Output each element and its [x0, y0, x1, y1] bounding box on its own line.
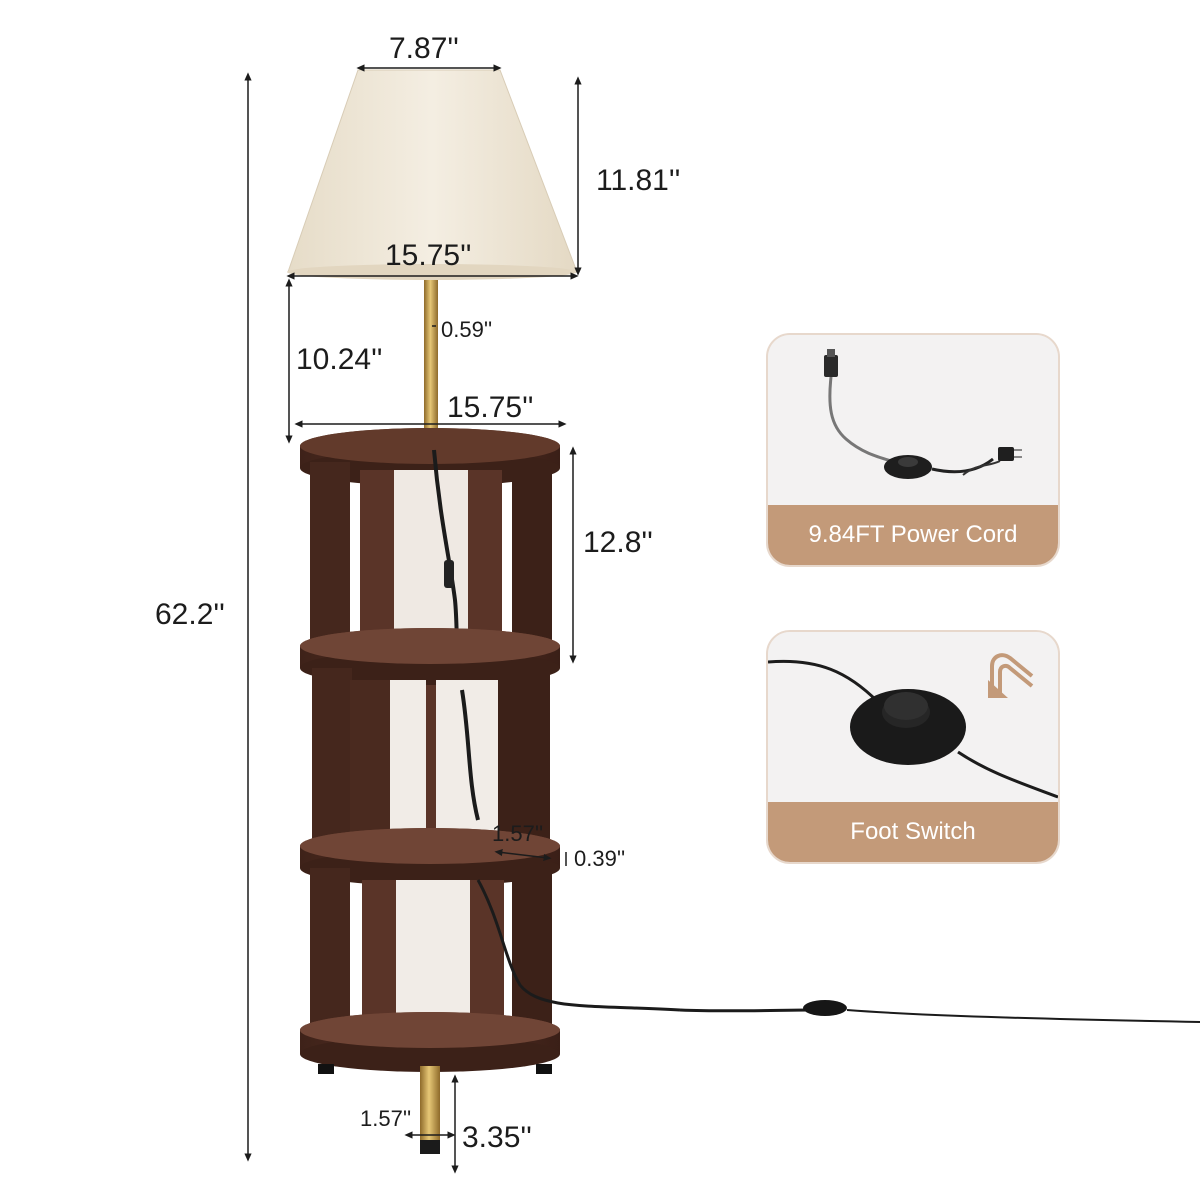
foot-switch-icon	[768, 659, 1058, 799]
dim-board-thickness: 0.39''	[574, 846, 626, 871]
dim-shade-height: 11.81''	[596, 164, 681, 197]
dim-pole-height: 10.24''	[296, 343, 383, 376]
brass-pole	[424, 280, 438, 440]
foot-switch-card: Foot Switch	[766, 630, 1060, 864]
foot-press-icon	[988, 653, 1034, 698]
dim-pole-diameter: 0.59''	[441, 317, 493, 342]
dim-shade-bottom-width: 15.75''	[385, 239, 472, 272]
brass-foot	[420, 1066, 440, 1148]
shelf-tower	[300, 428, 681, 1154]
foot-switch-caption: Foot Switch	[768, 802, 1058, 862]
power-cord-image	[768, 335, 1058, 505]
dim-foot-width: 1.57''	[360, 1106, 412, 1131]
dim-foot-height: 3.35''	[462, 1121, 532, 1154]
power-cord-icon	[824, 349, 1022, 479]
dim-shelf-height: 12.8''	[583, 526, 653, 559]
dim-shade-top-width: 7.87''	[389, 32, 459, 65]
dim-shelf-width: 15.75''	[447, 391, 534, 424]
dim-total-height: 62.2''	[155, 598, 225, 631]
power-cord-card: 9.84FT Power Cord	[766, 333, 1060, 567]
power-cord-caption: 9.84FT Power Cord	[768, 505, 1058, 565]
dim-panel-depth: 1.57''	[492, 821, 544, 846]
floor-foot-switch	[803, 1000, 847, 1016]
foot-switch-image	[768, 632, 1058, 802]
